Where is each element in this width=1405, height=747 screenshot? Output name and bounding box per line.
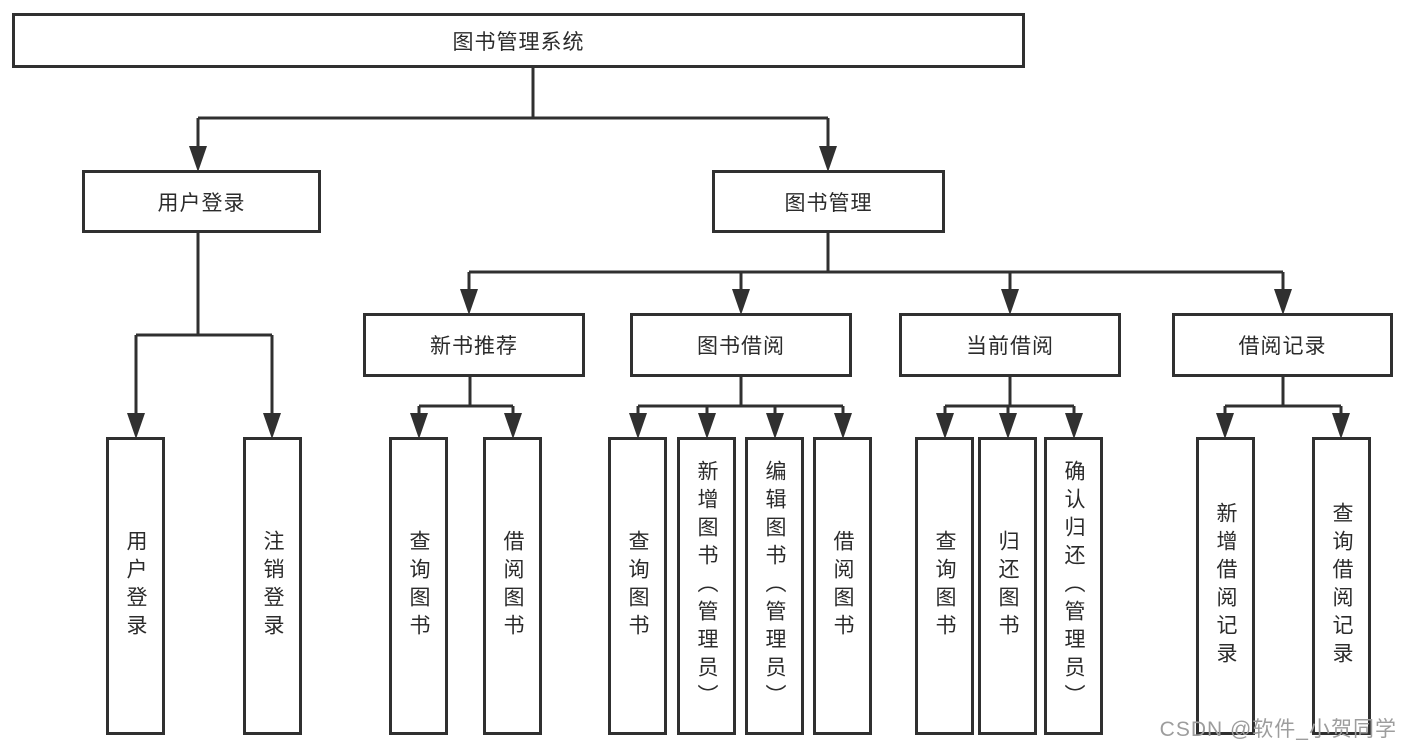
node-label: 借阅图书 [501, 530, 524, 642]
arrow-down-icon [819, 146, 837, 172]
node-label: 确认归还（管理员） [1062, 460, 1085, 712]
connector-user-login-split [134, 233, 274, 415]
node-leaf-query-book-1: 查询图书 [389, 437, 448, 735]
node-label: 借阅图书 [831, 530, 854, 642]
arrow-down-icon [127, 413, 145, 439]
node-new-book-recommend: 新书推荐 [363, 313, 585, 377]
node-leaf-borrow-book-1: 借阅图书 [483, 437, 542, 735]
node-label: 查询借阅记录 [1330, 502, 1353, 670]
node-label: 查询图书 [407, 530, 430, 642]
node-label: 用户登录 [124, 530, 147, 642]
node-leaf-return-book: 归还图书 [978, 437, 1037, 735]
node-label: 查询图书 [933, 530, 956, 642]
node-leaf-query-book-3: 查询图书 [915, 437, 974, 735]
arrow-down-icon [263, 413, 281, 439]
arrow-down-icon [189, 146, 207, 172]
node-label: 查询图书 [626, 530, 649, 642]
arrow-down-icon [766, 413, 784, 439]
arrow-down-icon [504, 413, 522, 439]
node-label: 新增借阅记录 [1214, 502, 1237, 670]
node-label: 注销登录 [261, 530, 284, 642]
connector-book-borrow-split [636, 377, 845, 415]
node-current-borrow: 当前借阅 [899, 313, 1121, 377]
arrow-down-icon [1274, 289, 1292, 315]
arrow-down-icon [1216, 413, 1234, 439]
arrow-down-icon [834, 413, 852, 439]
node-leaf-add-book-admin: 新增图书（管理员） [677, 437, 736, 735]
arrow-down-icon [629, 413, 647, 439]
node-book-borrow: 图书借阅 [630, 313, 852, 377]
arrow-down-icon [732, 289, 750, 315]
arrow-down-icon [1332, 413, 1350, 439]
node-leaf-query-book-2: 查询图书 [608, 437, 667, 735]
connector-current-borrow-split [943, 377, 1076, 415]
node-label: 新增图书（管理员） [695, 460, 718, 712]
arrow-down-icon [460, 289, 478, 315]
node-leaf-logout: 注销登录 [243, 437, 302, 735]
arrow-down-icon [999, 413, 1017, 439]
node-leaf-borrow-book-2: 借阅图书 [813, 437, 872, 735]
arrow-down-icon [1065, 413, 1083, 439]
node-borrow-record: 借阅记录 [1172, 313, 1393, 377]
watermark: CSDN @软件_小贺同学 [1159, 718, 1397, 741]
node-label: 编辑图书（管理员） [763, 460, 786, 712]
node-leaf-user-login: 用户登录 [106, 437, 165, 735]
connector-root-split [196, 68, 830, 148]
arrow-down-icon [410, 413, 428, 439]
arrow-down-icon [936, 413, 954, 439]
connector-book-mgmt-split [467, 233, 1285, 291]
arrow-down-icon [1001, 289, 1019, 315]
node-label: 归还图书 [996, 530, 1019, 642]
connector-new-book-split [417, 377, 515, 415]
node-leaf-confirm-return-admin: 确认归还（管理员） [1044, 437, 1103, 735]
node-user-login: 用户登录 [82, 170, 321, 233]
connector-borrow-record-split [1223, 377, 1343, 415]
node-leaf-edit-book-admin: 编辑图书（管理员） [745, 437, 804, 735]
arrow-down-icon [698, 413, 716, 439]
node-leaf-add-borrow-record: 新增借阅记录 [1196, 437, 1255, 735]
node-leaf-query-borrow-record: 查询借阅记录 [1312, 437, 1371, 735]
node-library-system: 图书管理系统 [12, 13, 1025, 68]
node-book-management: 图书管理 [712, 170, 945, 233]
